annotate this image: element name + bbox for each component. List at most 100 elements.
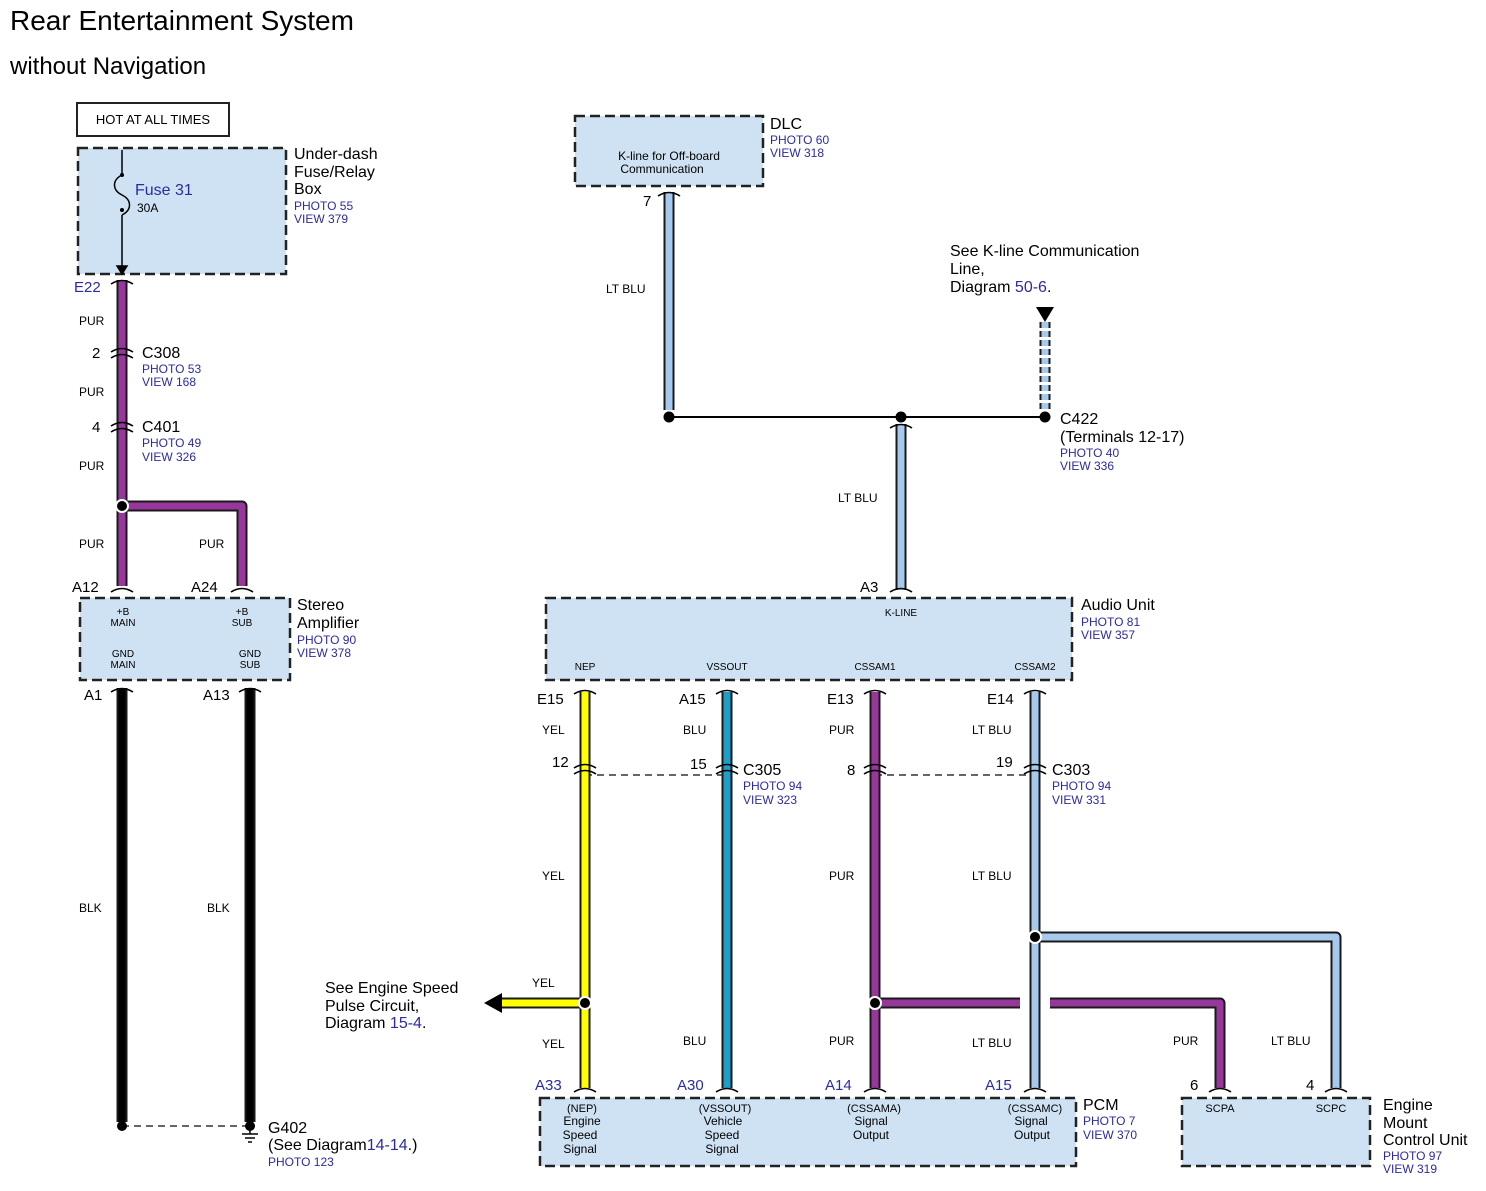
kline-note-line2: Line, bbox=[950, 261, 985, 278]
pin-a12: A12 bbox=[72, 579, 99, 596]
c401-view-link[interactable]: VIEW 326 bbox=[142, 450, 196, 464]
stereo-main-2: MAIN bbox=[111, 660, 136, 671]
audio-view-link[interactable]: VIEW 357 bbox=[1081, 628, 1135, 642]
wire-label-pur-7: PUR bbox=[829, 869, 855, 883]
wire-outline bbox=[1035, 931, 1342, 1088]
stereo-b-sub: +B bbox=[236, 607, 249, 618]
pcm-photo-link[interactable]: PHOTO 7 bbox=[1083, 1114, 1136, 1128]
audio-photo-link[interactable]: PHOTO 81 bbox=[1081, 615, 1140, 629]
c401-photo-link[interactable]: PHOTO 49 bbox=[142, 436, 201, 450]
engine-speed-diagram-link[interactable]: 15-4 bbox=[390, 1015, 422, 1032]
splice-pur bbox=[117, 501, 127, 511]
connector-mark-a30 bbox=[715, 1087, 739, 1093]
pcm-signal-2-2: Output bbox=[853, 1128, 890, 1142]
pin-a15-audio: A15 bbox=[679, 691, 706, 708]
c422-view-link[interactable]: VIEW 336 bbox=[1060, 459, 1114, 473]
engine-speed-arrow-icon bbox=[484, 993, 502, 1013]
emcu-label-scpa: SCPA bbox=[1205, 1103, 1235, 1115]
wire-label-yel-2: YEL bbox=[542, 869, 565, 883]
c303-photo-link[interactable]: PHOTO 94 bbox=[1052, 779, 1111, 793]
c422-name: C422 bbox=[1060, 411, 1098, 428]
pin-e14: E14 bbox=[987, 691, 1014, 708]
dlc-box bbox=[573, 114, 765, 188]
c308-photo-link[interactable]: PHOTO 53 bbox=[142, 362, 201, 376]
c422-terminals: (Terminals 12-17) bbox=[1060, 429, 1184, 446]
c305-photo-link[interactable]: PHOTO 94 bbox=[743, 779, 802, 793]
stereo-view-link[interactable]: VIEW 378 bbox=[297, 646, 351, 660]
pcm-signal-3-2: Output bbox=[1014, 1128, 1051, 1142]
fuse-name: Fuse 31 bbox=[135, 182, 193, 199]
audio-out-nep: NEP bbox=[575, 662, 596, 673]
stereo-gnd-sub: GND bbox=[239, 649, 261, 660]
connector-mark-c305-15 bbox=[715, 763, 739, 775]
c303-view-link[interactable]: VIEW 331 bbox=[1052, 793, 1106, 807]
wire-label-ltblu-audio: LT BLU bbox=[838, 491, 878, 505]
dlc-text-1: K-line for Off-board bbox=[618, 149, 720, 163]
pcm-signal-1-0: (VSSOUT) bbox=[699, 1103, 752, 1115]
pcm-view-link[interactable]: VIEW 370 bbox=[1083, 1128, 1137, 1142]
wire-label-ltblu-1: LT BLU bbox=[972, 723, 1012, 737]
emcu-photo-link[interactable]: PHOTO 97 bbox=[1383, 1149, 1442, 1163]
emcu-pin-4: 4 bbox=[1306, 1077, 1314, 1094]
g402-photo-link[interactable]: PHOTO 123 bbox=[268, 1155, 334, 1169]
stereo-name-1: Stereo bbox=[297, 597, 344, 614]
hot-at-all-times-box bbox=[76, 102, 230, 137]
dlc-photo-link[interactable]: PHOTO 60 bbox=[770, 133, 829, 147]
fuse-box-name-1: Under-dash bbox=[294, 146, 378, 163]
pcm-signal-3-0: (CSSAMC) bbox=[1008, 1103, 1062, 1115]
emcu-name-3: Control Unit bbox=[1383, 1132, 1468, 1149]
splice-bus bbox=[895, 411, 907, 423]
kline-note-line3: Diagram 50-6. bbox=[950, 279, 1051, 296]
audio-unit-box bbox=[544, 596, 1074, 682]
stereo-photo-link[interactable]: PHOTO 90 bbox=[297, 633, 356, 647]
splices bbox=[115, 411, 1051, 1131]
hot-at-all-times-label: HOT AT ALL TIMES bbox=[96, 112, 210, 127]
kline-arrow-icon bbox=[1036, 307, 1054, 322]
connector-mark-dlc-7 bbox=[657, 191, 681, 197]
wire-label-ltblu-dlc: LT BLU bbox=[606, 282, 646, 296]
connector-mark-c303-19 bbox=[1023, 763, 1047, 775]
c305-view-link[interactable]: VIEW 323 bbox=[743, 793, 797, 807]
emcu-view-link[interactable]: VIEW 319 bbox=[1383, 1162, 1437, 1176]
emcu-label-scpc: SCPC bbox=[1316, 1103, 1347, 1115]
c308-view-link[interactable]: VIEW 168 bbox=[142, 375, 196, 389]
g402-diagram-link[interactable]: 14-14 bbox=[367, 1137, 408, 1154]
wire-label-blu-2: BLU bbox=[683, 1034, 706, 1048]
pcm-signal-3-1: Signal bbox=[1014, 1114, 1047, 1128]
splice-dlc bbox=[663, 411, 675, 423]
pin-a24: A24 bbox=[191, 579, 218, 596]
stereo-name-2: Amplifier bbox=[297, 615, 360, 632]
c422-photo-link[interactable]: PHOTO 40 bbox=[1060, 446, 1119, 460]
fuse-box-view-link[interactable]: VIEW 379 bbox=[294, 212, 348, 226]
stereo-gnd-main: GND bbox=[112, 649, 134, 660]
pcm-signal-2-1: Signal bbox=[854, 1114, 887, 1128]
pcm-signal-0-1: Engine bbox=[563, 1114, 601, 1128]
engine-speed-note-line3: Diagram 15-4. bbox=[325, 1015, 426, 1032]
wire-label-blk-1: BLK bbox=[79, 901, 102, 915]
wire-label-yel-1: YEL bbox=[542, 723, 565, 737]
dlc-text-2: Communication bbox=[620, 162, 703, 176]
kline-diagram-link[interactable]: 50-6 bbox=[1015, 279, 1047, 296]
dlc-name: DLC bbox=[770, 116, 802, 133]
connector-mark-e22 bbox=[110, 279, 134, 285]
connector-mark-scpc bbox=[1324, 1087, 1348, 1093]
stereo-amplifier-box bbox=[78, 596, 292, 682]
dlc-view-link[interactable]: VIEW 318 bbox=[770, 146, 824, 160]
g402-see: (See Diagram14-14.) bbox=[268, 1137, 417, 1154]
pin-a33: A33 bbox=[535, 1077, 562, 1094]
splice-pur-pcm bbox=[870, 998, 880, 1008]
wire-label-pur-2: PUR bbox=[79, 385, 105, 399]
c303-pin-8: 8 bbox=[847, 762, 855, 779]
connector-mark-a14 bbox=[863, 1087, 887, 1093]
wire-label-pur-4: PUR bbox=[79, 537, 105, 551]
wire-label-ltblu-3: LT BLU bbox=[972, 1036, 1012, 1050]
pcm-name: PCM bbox=[1083, 1097, 1119, 1114]
wire-label-pur-6: PUR bbox=[829, 723, 855, 737]
fuse-box-photo-link[interactable]: PHOTO 55 bbox=[294, 199, 353, 213]
connector-mark-a13 bbox=[238, 687, 262, 693]
wire-label-yel-3: YEL bbox=[532, 976, 555, 990]
wire-label-yel-4: YEL bbox=[542, 1037, 565, 1051]
wire-label-pur-8: PUR bbox=[829, 1034, 855, 1048]
pcm-signal-2-0: (CSSAMA) bbox=[847, 1103, 901, 1115]
